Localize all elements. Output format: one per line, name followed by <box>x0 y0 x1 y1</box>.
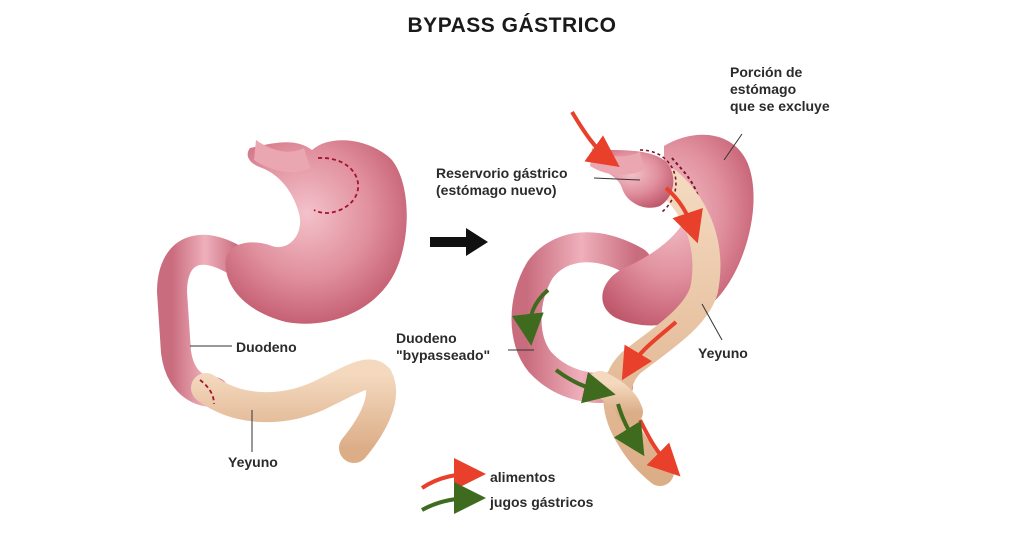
juice-arrow-3 <box>613 403 645 457</box>
juice-arrow-1 <box>511 288 550 346</box>
legend-juice-arrow <box>421 482 486 515</box>
label-porcion-excluida: Porción de estómago que se excluye <box>730 64 830 114</box>
bypass-anatomy <box>508 110 754 486</box>
label-yeyuno-left: Yeyuno <box>228 454 278 470</box>
food-arrow-1 <box>570 110 620 167</box>
food-arrow-3 <box>621 320 678 381</box>
porcion-leader <box>723 133 743 161</box>
yeyuno-leader-right <box>701 303 723 341</box>
label-duodeno-bypasseado: Duodeno "bypasseado" <box>396 330 491 363</box>
legend-juice-label: jugos gástricos <box>490 494 594 510</box>
legend <box>420 458 486 515</box>
duodenum-cut-line <box>199 379 215 405</box>
food-arrow-2 <box>664 186 703 244</box>
label-duodeno-left: Duodeno <box>236 339 297 355</box>
label-reservorio: Reservorio gástrico (estómago nuevo) <box>436 165 568 198</box>
stomach-left <box>225 140 407 324</box>
diagram-title: BYPASS GÁSTRICO <box>407 14 617 37</box>
transition-arrow <box>430 228 488 256</box>
pouch-dashed-outline <box>639 149 677 213</box>
legend-food-label: alimentos <box>490 469 556 485</box>
juice-arrow-2 <box>554 368 616 404</box>
jejunum-left <box>191 359 397 463</box>
reservorio-leader <box>593 177 641 181</box>
esophagus-left <box>254 140 310 173</box>
normal-anatomy <box>156 140 407 463</box>
label-yeyuno-right: Yeyuno <box>698 345 748 361</box>
legend-food-arrow <box>420 458 486 491</box>
